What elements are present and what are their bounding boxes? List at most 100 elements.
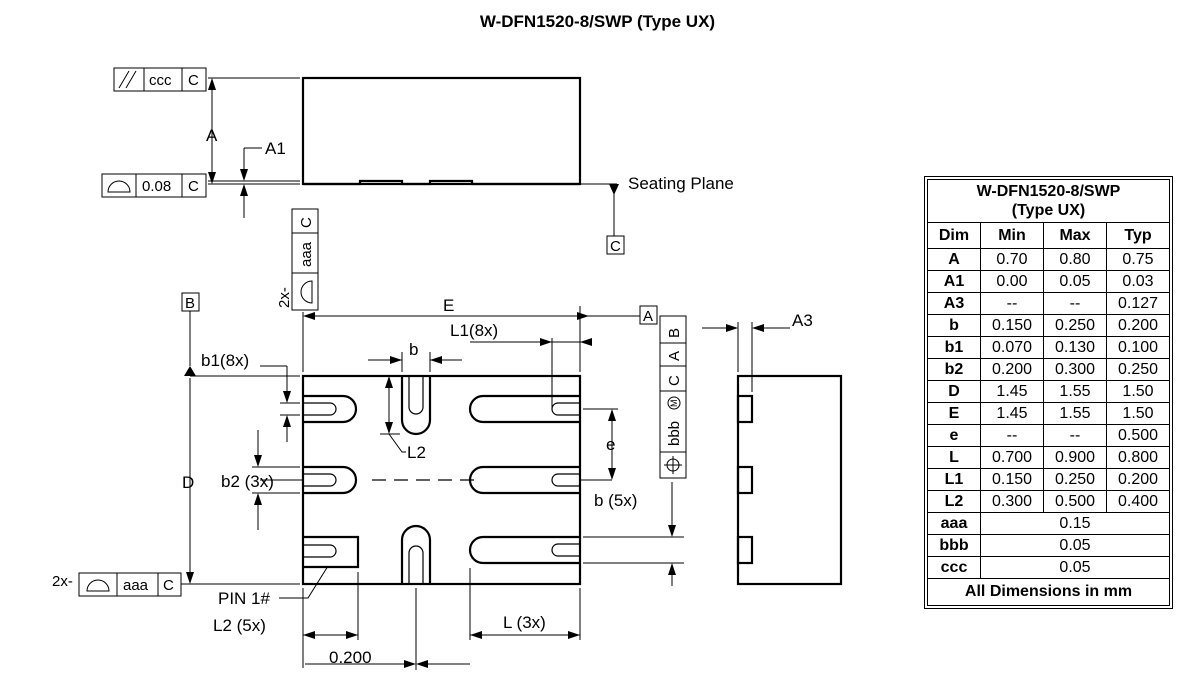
datum-C-box	[606, 235, 625, 255]
label-L1: L1(8x)	[450, 321, 498, 340]
table-cell: 0.00	[980, 270, 1044, 293]
pad-left-1	[303, 394, 358, 424]
fcf-parallelism: ccc C	[113, 67, 207, 92]
table-cell: 0.200	[1106, 314, 1170, 337]
label-L3x: L (3x)	[503, 613, 546, 632]
table-row: e----0.500	[927, 424, 1170, 447]
fcf-position: B A C bbb M	[659, 315, 687, 479]
label-D: D	[182, 473, 194, 492]
pad-right-3-inner	[551, 543, 580, 557]
top-view: E A L1(8x) b L2 B D	[52, 208, 687, 670]
table-cell: A1	[927, 270, 981, 293]
col-header: Max	[1043, 222, 1107, 249]
fcf-flatness: 0.08 C	[101, 173, 207, 198]
label-b5: b (5x)	[594, 491, 637, 510]
table-cell: 0.75	[1106, 248, 1170, 271]
pad-left-1-inner	[303, 402, 337, 416]
table-cell: 0.700	[980, 446, 1044, 469]
side-body	[301, 76, 582, 186]
table-cell: 0.100	[1106, 336, 1170, 359]
label-A1: A1	[265, 139, 286, 158]
pad-left-2	[303, 465, 358, 495]
table-title: W-DFN1520-8/SWP (Type UX)	[927, 179, 1170, 223]
table-cell: 0.250	[1043, 314, 1107, 337]
table-cell: 0.500	[1106, 424, 1170, 447]
table-cell: 0.127	[1106, 292, 1170, 315]
mmc-modifier-icon	[667, 396, 681, 410]
table-cell: 0.500	[1043, 490, 1107, 513]
fcf-bottom: 2x- aaa C	[52, 572, 300, 597]
col-header: Min	[980, 222, 1044, 249]
table-footer: All Dimensions in mm	[927, 578, 1170, 606]
table-cell: 0.15	[980, 512, 1170, 535]
table-cell: 0.250	[1043, 468, 1107, 491]
pad-bottom-center	[400, 524, 432, 584]
table-cell: --	[1043, 424, 1107, 447]
col-header: Typ	[1106, 222, 1170, 249]
table-cell: 0.05	[980, 556, 1170, 579]
table-cell: 0.200	[980, 358, 1044, 381]
table-cell: A	[927, 248, 981, 271]
fcf-flat-value: 0.08	[142, 178, 171, 195]
table-cell: 0.300	[1043, 358, 1107, 381]
end-terminal-2	[736, 465, 754, 495]
label-b1: b1(8x)	[201, 351, 249, 370]
table-cell: --	[980, 424, 1044, 447]
table-row: A3----0.127	[927, 292, 1170, 315]
table-cell: 0.80	[1043, 248, 1107, 271]
fcf-vert-value: aaa	[298, 241, 315, 267]
table-footer-row: All Dimensions in mm	[927, 578, 1170, 606]
fcf-parallel-datum: C	[188, 72, 199, 89]
table-title-line2: (Type UX)	[1011, 202, 1086, 219]
table-cell: E	[927, 402, 981, 425]
table-cell: 0.03	[1106, 270, 1170, 293]
datum-B: B	[185, 295, 195, 312]
fcf-pos-datum2: A	[666, 351, 683, 361]
label-e: e	[606, 435, 615, 454]
table-cell: ccc	[927, 556, 981, 579]
pad-top-center-inner	[408, 376, 424, 415]
fcf-parallel-value: ccc	[149, 72, 172, 89]
seating-plane-label: Seating Plane	[628, 174, 734, 193]
label-b2: b2 (3x)	[221, 472, 274, 491]
label-L2-top: L2	[407, 443, 426, 462]
col-header: Dim	[927, 222, 981, 249]
pad-right-1	[468, 394, 580, 424]
pad-top-center	[400, 376, 432, 436]
table-cell: 0.400	[1106, 490, 1170, 513]
side-terminals	[303, 179, 580, 186]
parallel-icon	[118, 70, 130, 89]
table-cell: 1.45	[980, 380, 1044, 403]
table-cell: 0.130	[1043, 336, 1107, 359]
table-title-line1: W-DFN1520-8/SWP	[976, 183, 1121, 200]
table-cell: --	[980, 292, 1044, 315]
fcf-vert-datum: C	[298, 217, 315, 228]
profile-surface-icon	[300, 280, 313, 304]
table-cell: 1.50	[1106, 402, 1170, 425]
table-cell: A3	[927, 292, 981, 315]
table-cell: D	[927, 380, 981, 403]
fcf-pos-value: bbb	[666, 421, 683, 446]
pad-left-2-inner	[303, 473, 337, 487]
pad-pin1	[303, 535, 360, 569]
table-cell: 1.45	[980, 402, 1044, 425]
table-cell: L	[927, 446, 981, 469]
table-cell: b	[927, 314, 981, 337]
label-0200: 0.200	[329, 648, 372, 667]
end-terminal-3	[736, 535, 754, 565]
fcf-pos-datum3: B	[666, 328, 683, 338]
table-cell: 0.250	[1106, 358, 1170, 381]
table-header-row: Dim Min Max Typ	[927, 222, 1170, 249]
label-b: b	[409, 340, 418, 359]
datum-A-box	[639, 305, 658, 325]
